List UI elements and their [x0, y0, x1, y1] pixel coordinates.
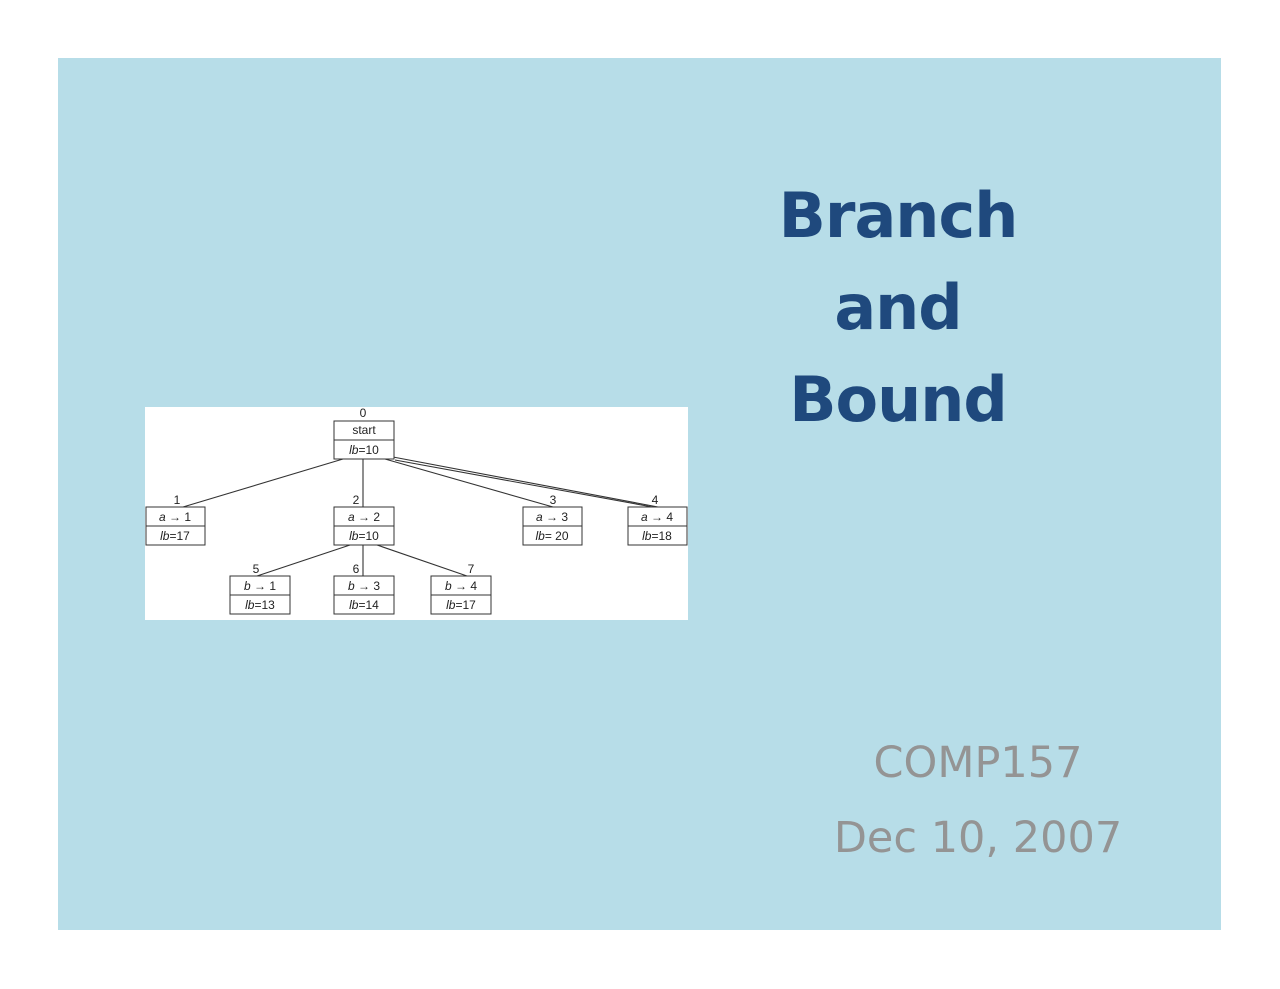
tree-node-3: 3 a → 3 lb= 20: [522, 493, 583, 546]
svg-text:a → 3: a → 3: [536, 510, 568, 524]
tree-edges: [182, 456, 659, 577]
svg-text:5: 5: [253, 562, 260, 576]
tree-node-0: 0 start lb=10: [333, 407, 395, 460]
course-code: COMP157: [873, 738, 1083, 788]
svg-text:1: 1: [174, 493, 181, 507]
svg-text:b → 1: b → 1: [244, 579, 276, 593]
svg-text:a → 1: a → 1: [159, 510, 191, 524]
svg-text:2: 2: [353, 493, 360, 507]
slide-title: Branch and Bound: [708, 170, 1088, 446]
date: Dec 10, 2007: [833, 813, 1123, 863]
svg-text:lb=18: lb=18: [642, 529, 672, 543]
svg-text:0: 0: [360, 407, 367, 420]
svg-text:lb=17: lb=17: [160, 529, 190, 543]
svg-text:lb= 20: lb= 20: [535, 529, 568, 543]
svg-text:7: 7: [468, 562, 475, 576]
tree-node-5: 5 b → 1 lb=13: [229, 562, 291, 615]
tree-node-4: 4 a → 4 lb=18: [627, 493, 688, 546]
svg-text:b → 3: b → 3: [348, 579, 380, 593]
svg-text:lb=13: lb=13: [245, 598, 275, 612]
svg-text:lb=10: lb=10: [349, 443, 379, 457]
slide: Branch and Bound 0 start lb=10: [58, 58, 1221, 930]
state-space-tree-diagram: 0 start lb=10 1 a → 1 lb=17 2 a → 2 lb: [145, 407, 688, 620]
tree-node-7: 7 b → 4 lb=17: [430, 562, 492, 615]
svg-text:lb=10: lb=10: [349, 529, 379, 543]
title-line-2: Bound: [789, 363, 1008, 436]
svg-text:lb=14: lb=14: [349, 598, 379, 612]
svg-text:3: 3: [550, 493, 557, 507]
svg-text:a → 4: a → 4: [641, 510, 673, 524]
svg-text:b → 4: b → 4: [445, 579, 477, 593]
svg-text:a → 2: a → 2: [348, 510, 380, 524]
svg-text:6: 6: [353, 562, 360, 576]
tree-node-2: 2 a → 2 lb=10: [333, 493, 395, 546]
svg-text:4: 4: [652, 493, 659, 507]
tree-node-6: 6 b → 3 lb=14: [333, 562, 395, 615]
svg-text:lb=17: lb=17: [446, 598, 476, 612]
tree-node-1: 1 a → 1 lb=17: [145, 493, 206, 546]
title-line-1: Branch and: [778, 179, 1019, 344]
svg-text:start: start: [352, 423, 376, 437]
